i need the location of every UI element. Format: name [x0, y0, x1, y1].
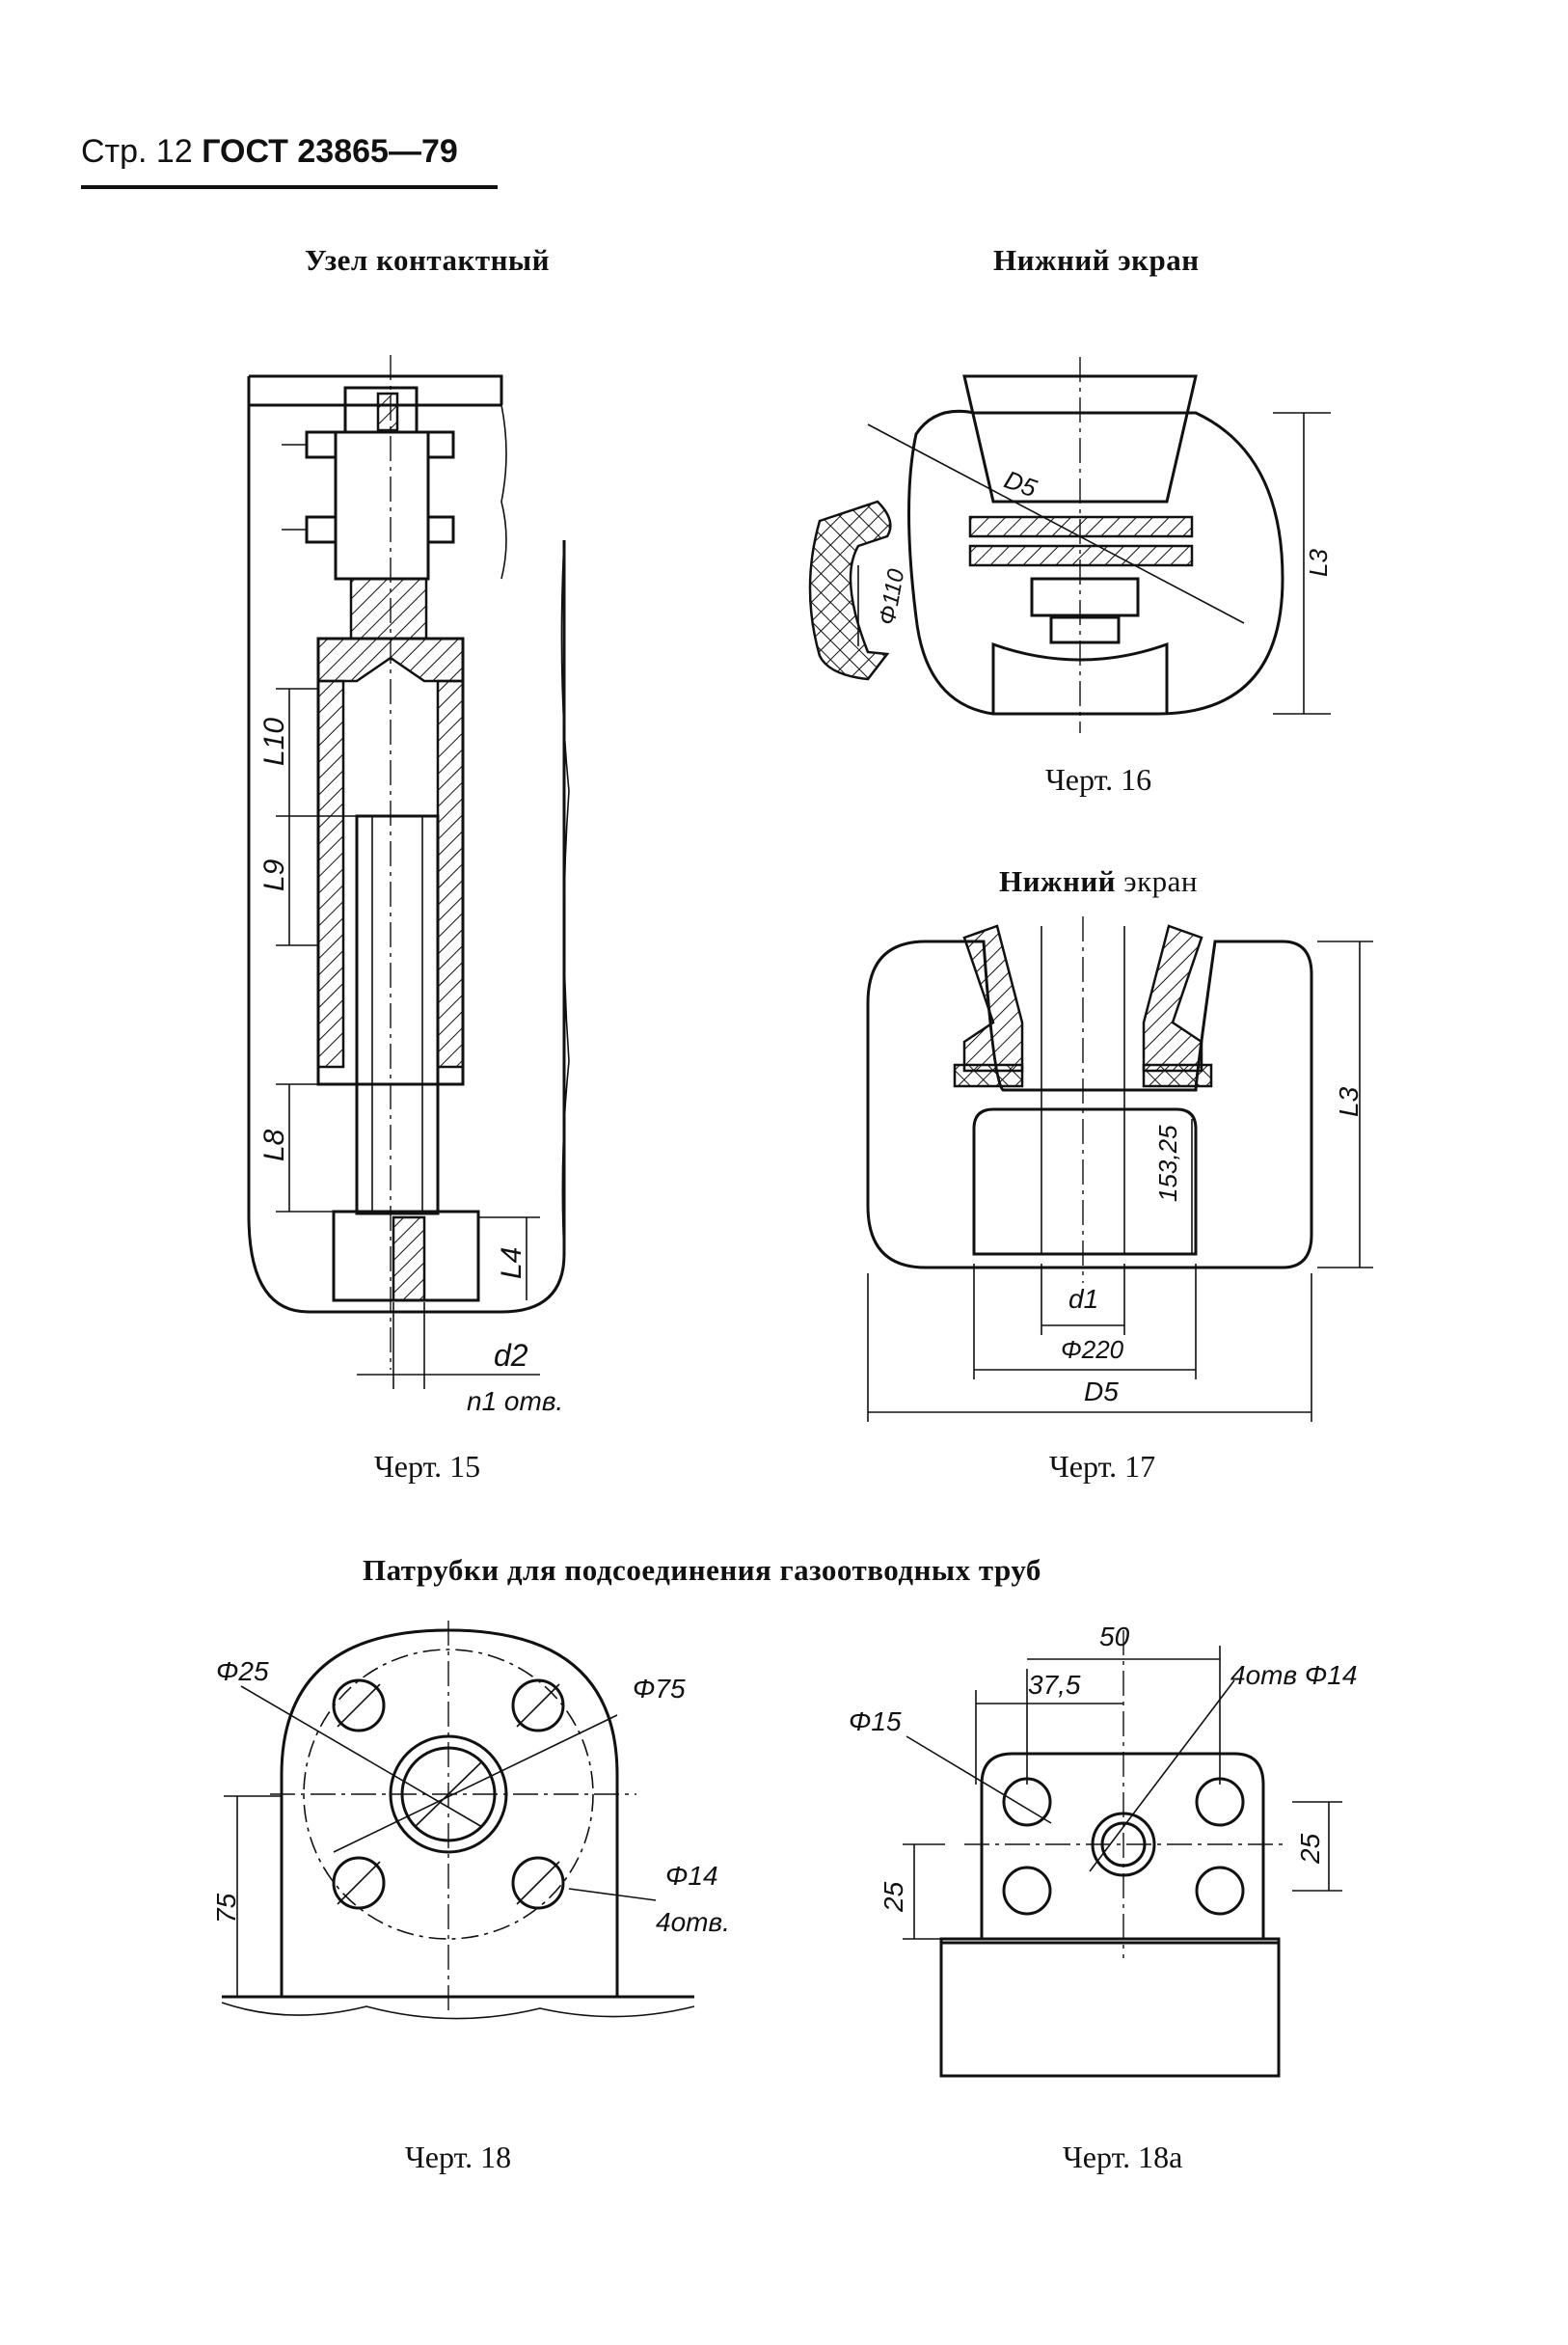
fig18-holes: 4отв. [656, 1907, 730, 1937]
fig15-l4: L4 [496, 1247, 527, 1279]
header-rule [81, 185, 498, 189]
caption-fig18: Черт. 18 [405, 2140, 512, 2174]
fig18-phi75: Φ75 [633, 1674, 686, 1704]
caption-fig15: Черт. 15 [374, 1449, 481, 1484]
fig16-drawing: D5 Φ110 L3 [808, 357, 1333, 733]
fig17-phi220: Φ220 [1061, 1335, 1124, 1364]
fig18a-v25a: 25 [879, 1881, 908, 1913]
fig17-d1: d1 [1068, 1284, 1098, 1314]
fig16-l3: L3 [1304, 549, 1333, 577]
fig18-phi14: Φ14 [665, 1861, 718, 1891]
fig18a-w375: 37,5 [1028, 1670, 1081, 1700]
fig18a-w50: 50 [1099, 1622, 1130, 1651]
title-lower-screen-2-rest: экран [1123, 864, 1199, 898]
standard-number: ГОСТ 23865—79 [202, 133, 458, 170]
title-pipes: Патрубки для подсоединения газоотводных … [363, 1553, 1041, 1587]
page-header: Стр. 12 ГОСТ 23865—79 [81, 133, 458, 171]
caption-fig16: Черт. 16 [1045, 762, 1152, 797]
fig18-phi25: Φ25 [216, 1656, 269, 1686]
title-lower-screen-2: Нижний экран [999, 864, 1198, 899]
caption-fig18a: Черт. 18а [1063, 2140, 1183, 2174]
title-lower-screen-2-bold: Нижний [999, 864, 1117, 898]
fig17-l3: L3 [1334, 1086, 1364, 1117]
fig18a-drawing: 50 37,5 4отв Φ14 Φ15 25 25 [849, 1622, 1357, 2078]
fig15-l8: L8 [258, 1129, 290, 1161]
fig18a-holes: 4отв Φ14 [1230, 1660, 1357, 1690]
fig15-d2: d2 [494, 1338, 528, 1373]
fig15-l9: L9 [258, 859, 290, 891]
title-lower-screen-1: Нижний экран [993, 243, 1200, 277]
caption-fig17: Черт. 17 [1049, 1449, 1156, 1484]
page-number: Стр. 12 [81, 133, 193, 170]
fig15-l10: L10 [258, 718, 290, 766]
fig17-drawing: L3 153,25 d1 Φ220 D5 [866, 916, 1373, 1422]
title-contact-unit: Узел контактный [305, 243, 551, 277]
fig15-holes: n1 отв. [467, 1386, 563, 1416]
fig17-d5: D5 [1084, 1377, 1119, 1406]
fig17-h: 153,25 [1153, 1125, 1182, 1202]
fig18a-v25b: 25 [1295, 1833, 1325, 1865]
fig18-drawing: Φ25 Φ75 Φ14 4отв. 75 [211, 1621, 730, 2020]
fig18-h75: 75 [211, 1893, 241, 1923]
fig16-phi110: Φ110 [875, 566, 910, 627]
fig18a-phi15: Φ15 [849, 1706, 902, 1736]
fig15-drawing: L10 L9 L8 L4 d2 n1 отв. [247, 355, 570, 1416]
